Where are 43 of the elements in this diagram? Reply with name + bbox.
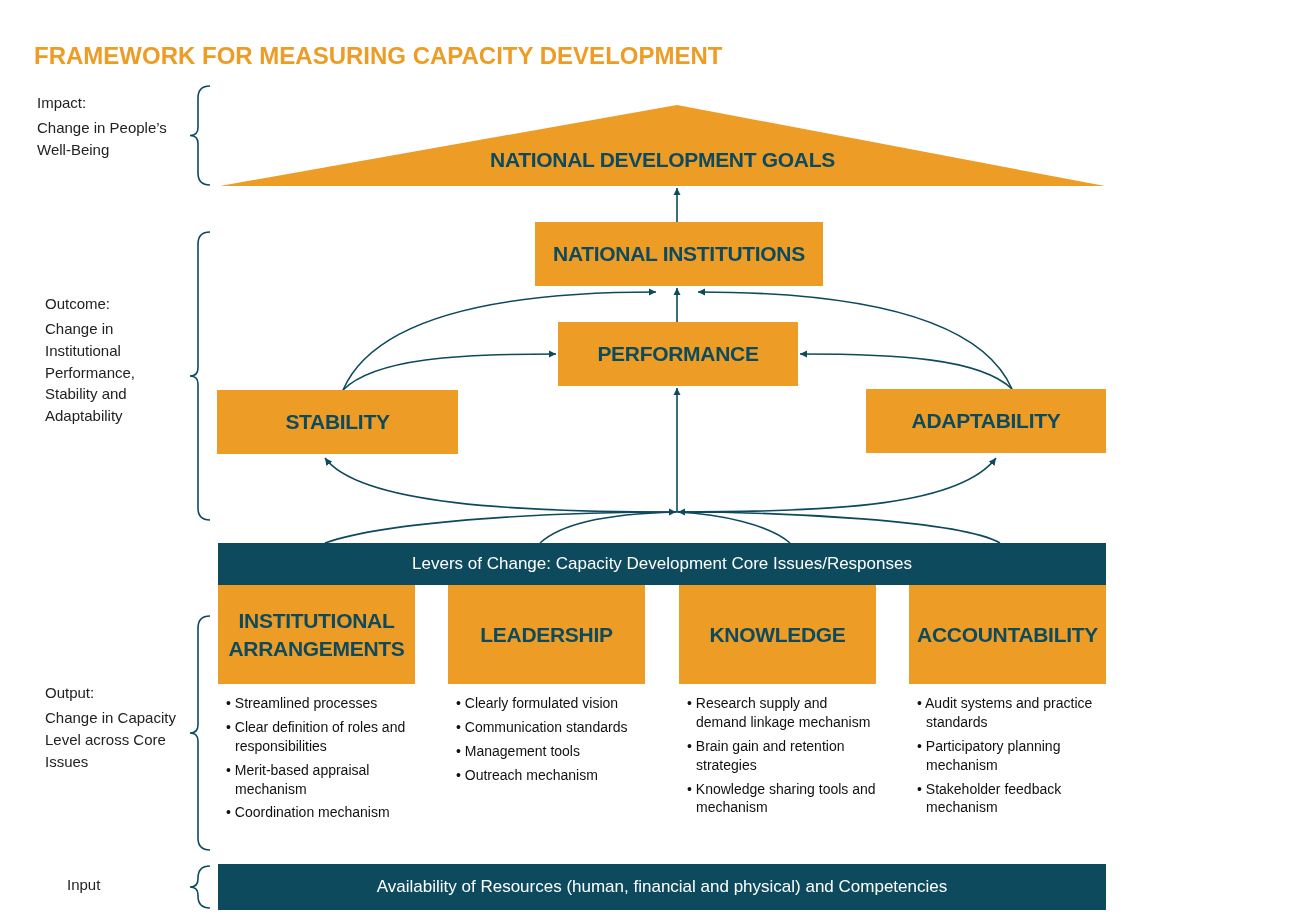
process-box: ACCOUNTABILITY <box>909 585 1106 684</box>
bullet-item: • Knowledge sharing tools and mechanism <box>687 779 877 818</box>
merging-connector <box>324 508 1001 544</box>
level-description: Input <box>67 875 102 895</box>
bullet-item: • Stakeholder feedback mechanism <box>917 779 1063 818</box>
level-description: Change in Capacity Level across Core Issues <box>45 708 177 772</box>
arrow <box>799 350 1013 390</box>
process-box: ADAPTABILITY <box>866 389 1106 453</box>
process-box: NATIONAL INSTITUTIONS <box>535 222 823 286</box>
process-box: PERFORMANCE <box>558 322 798 386</box>
bullet-item: • Management tools <box>456 741 581 761</box>
arrow <box>324 457 678 513</box>
process-box: STABILITY <box>217 390 458 454</box>
node-label: NATIONAL DEVELOPMENT GOALS <box>490 148 835 172</box>
arrow <box>342 288 657 391</box>
level-description: Change in Institutional Performance, Stability and Adaptability <box>45 319 137 426</box>
level-heading: Impact: <box>37 93 88 113</box>
process-box: KNOWLEDGE <box>679 585 876 684</box>
arrow <box>673 287 681 323</box>
bullet-item: • Coordination mechanism <box>226 803 391 823</box>
bullet-item: • Audit systems and practice standards <box>917 694 1094 732</box>
banner-bar: Levers of Change: Capacity Development Core Issues/Responses <box>218 543 1106 585</box>
bullet-item: • Communication standards <box>456 717 629 737</box>
diagram-title: FRAMEWORK FOR MEASURING CAPACITY DEVELOPMENT <box>34 42 723 70</box>
level-heading: Outcome: <box>45 294 112 314</box>
bullet-item: • Clearly formulated vision <box>456 694 620 713</box>
process-box: LEADERSHIP <box>448 585 645 684</box>
bullet-item: • Research supply and demand linkage mechanism <box>687 694 872 732</box>
bullet-item: • Merit-based appraisal mechanism <box>226 760 371 799</box>
banner-bar: Availability of Resources (human, financial and physical) and Competencies <box>218 864 1106 910</box>
level-heading: Output: <box>45 683 96 703</box>
arrow <box>697 288 1013 390</box>
bullet-item: • Brain gain and retention strategies <box>687 736 846 775</box>
bullet-item: • Outreach mechanism <box>456 765 599 785</box>
bullet-item: • Clear definition of roles and responsibilities <box>226 717 407 756</box>
bullet-item: • Participatory planning mechanism <box>917 736 1062 775</box>
arrow <box>676 457 997 513</box>
level-description: Change in People’s Well-Being <box>37 118 168 160</box>
arrow <box>673 387 681 513</box>
arrow <box>673 187 681 223</box>
arrow <box>342 350 557 391</box>
process-box: INSTITUTIONAL ARRANGEMENTS <box>218 585 415 684</box>
bullet-item: • Streamlined processes <box>226 694 379 713</box>
